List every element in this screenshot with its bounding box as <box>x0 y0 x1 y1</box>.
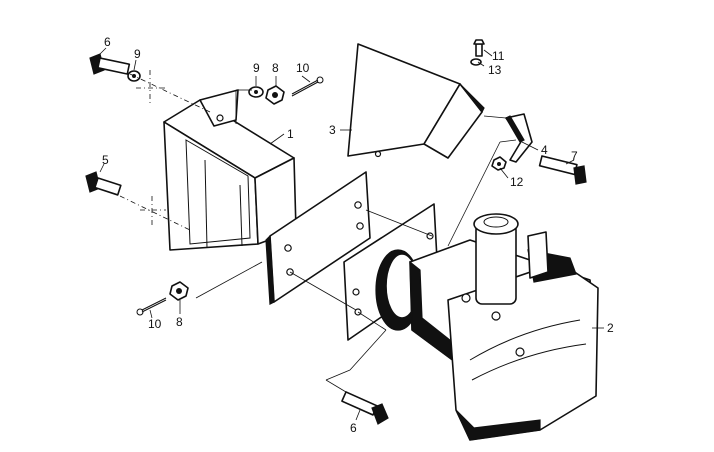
callout-2: 2 <box>607 321 614 335</box>
towing-coupling-part-2 <box>375 213 599 441</box>
bolt-6-upper <box>89 53 131 75</box>
callout-8-upper: 8 <box>272 61 279 75</box>
screw-11 <box>473 39 485 57</box>
callout-numbers: 1 2 3 4 5 6 6 7 8 8 9 9 10 10 11 12 13 <box>102 35 614 435</box>
callout-10-upper: 10 <box>296 61 310 75</box>
washer-9-right <box>248 86 264 98</box>
callout-leaders <box>97 47 604 421</box>
bracket-flange-plate <box>265 171 371 305</box>
angle-bracket-part-4 <box>505 113 533 163</box>
callout-5: 5 <box>102 153 109 167</box>
bolt-5 <box>85 171 122 196</box>
cotter-pin-10-upper <box>291 76 324 97</box>
callout-1: 1 <box>287 127 294 141</box>
callout-3: 3 <box>329 123 336 137</box>
callout-9-upper: 9 <box>134 47 141 61</box>
washer-13 <box>470 58 482 66</box>
callout-6-upper: 6 <box>104 35 111 49</box>
bolt-6-lower <box>341 391 389 425</box>
callout-4: 4 <box>541 143 548 157</box>
nut-8-lower <box>169 281 189 301</box>
callout-13: 13 <box>488 63 502 77</box>
callout-12: 12 <box>510 175 524 189</box>
callout-7: 7 <box>571 149 578 163</box>
callout-11: 11 <box>492 49 505 63</box>
bolt-7 <box>538 155 587 185</box>
callout-6-lower: 6 <box>350 421 357 435</box>
nut-12 <box>491 156 507 171</box>
assembly-centerlines <box>119 70 517 393</box>
cotter-pin-10-lower <box>136 297 167 316</box>
callout-10-lower: 10 <box>148 317 162 331</box>
callout-9-right: 9 <box>253 61 260 75</box>
callout-8-lower: 8 <box>176 315 183 329</box>
mounting-bracket-part-1 <box>163 89 297 251</box>
nut-8-upper <box>265 85 285 105</box>
cover-plate-part-3 <box>347 43 485 159</box>
